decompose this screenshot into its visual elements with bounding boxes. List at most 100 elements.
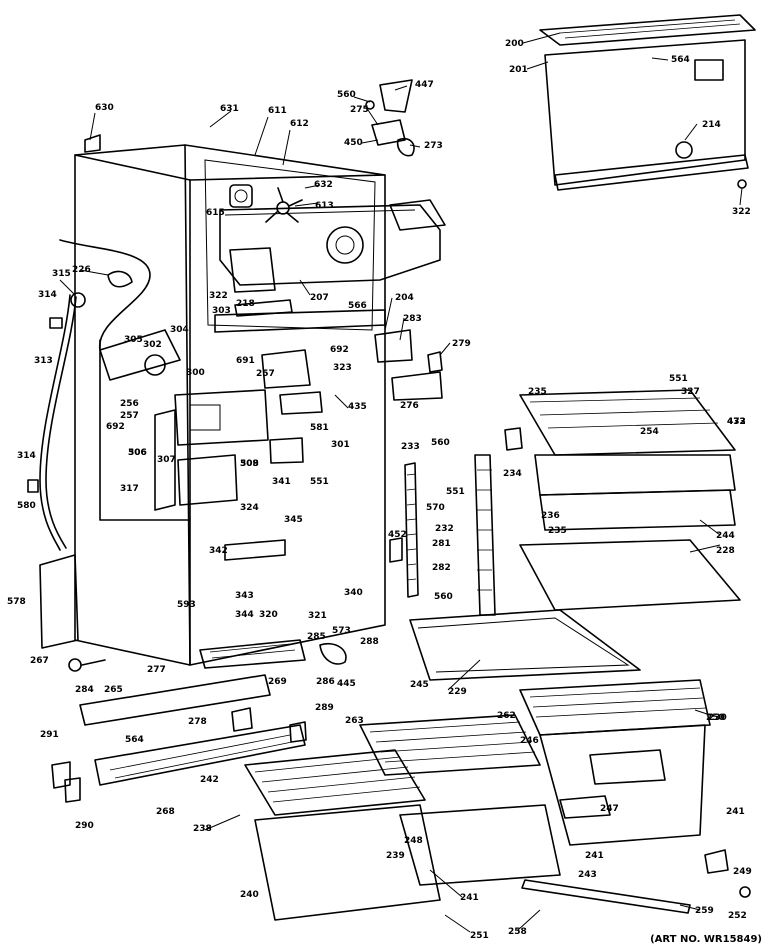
- label-269: 269: [268, 677, 287, 687]
- label-445: 445: [337, 679, 356, 689]
- label-580: 580: [17, 501, 36, 511]
- label-581: 581: [310, 423, 329, 433]
- label-200: 200: [505, 39, 524, 49]
- label-257a: 257: [120, 411, 139, 421]
- label-315: 315: [52, 269, 71, 279]
- label-277: 277: [147, 665, 166, 675]
- label-340: 340: [344, 588, 363, 598]
- label-284: 284: [75, 685, 94, 695]
- label-279: 279: [452, 339, 471, 349]
- label-432: 432: [727, 417, 746, 427]
- label-308: 308: [240, 459, 259, 469]
- part-labels: 200 201 204 207 214 218 226 228 229 230 …: [7, 39, 752, 941]
- label-257b: 257: [256, 369, 275, 379]
- label-291: 291: [40, 730, 59, 740]
- label-593: 593: [177, 600, 196, 610]
- label-218: 218: [236, 299, 255, 309]
- label-245: 245: [410, 680, 429, 690]
- label-252: 252: [728, 911, 747, 921]
- label-613: 613: [315, 201, 334, 211]
- label-551b: 551: [446, 487, 465, 497]
- crisper-pans: [244, 679, 751, 921]
- label-254: 254: [640, 427, 659, 437]
- label-327: 327: [681, 387, 700, 397]
- label-259: 259: [695, 906, 714, 916]
- label-564a: 564: [671, 55, 690, 65]
- label-323: 323: [333, 363, 352, 373]
- label-630: 630: [95, 103, 114, 113]
- label-273: 273: [424, 141, 443, 151]
- label-240: 240: [240, 890, 259, 900]
- label-288: 288: [360, 637, 379, 647]
- label-301: 301: [331, 440, 350, 450]
- label-322b: 322: [732, 207, 751, 217]
- label-570: 570: [426, 503, 445, 513]
- freezer-liner: [539, 14, 756, 191]
- label-320: 320: [259, 610, 278, 620]
- label-241b: 241: [585, 851, 604, 861]
- side-panel: [39, 554, 79, 649]
- label-342: 342: [209, 546, 228, 556]
- label-560a: 560: [337, 90, 356, 100]
- label-228: 228: [716, 546, 735, 556]
- label-248: 248: [404, 836, 423, 846]
- fan-blade-icon: [265, 187, 303, 223]
- label-230: 230: [708, 713, 727, 723]
- label-207: 207: [310, 293, 329, 303]
- art-number: (ART NO. WR15849): [650, 934, 762, 945]
- label-551c: 551: [310, 477, 329, 487]
- label-435: 435: [348, 402, 367, 412]
- hinge-parts: [365, 79, 443, 401]
- label-302: 302: [143, 340, 162, 350]
- label-560b: 560: [434, 592, 453, 602]
- label-317: 317: [120, 484, 139, 494]
- drain-tube: [27, 134, 133, 551]
- label-283: 283: [403, 314, 422, 324]
- label-267: 267: [30, 656, 49, 666]
- label-578: 578: [7, 597, 26, 607]
- leader-lines: [59, 32, 743, 933]
- label-238: 238: [193, 824, 212, 834]
- label-324: 324: [240, 503, 259, 513]
- label-256: 256: [120, 399, 139, 409]
- label-243: 243: [578, 870, 597, 880]
- base-grille: [51, 639, 347, 803]
- label-305: 305: [124, 335, 143, 345]
- evaporator-assembly: [219, 184, 446, 293]
- top-bracket-parts: [174, 299, 386, 561]
- label-473: 473: [727, 417, 746, 427]
- label-611: 611: [268, 106, 287, 116]
- label-249: 249: [733, 867, 752, 877]
- label-290: 290: [75, 821, 94, 831]
- label-286: 286: [316, 677, 335, 687]
- label-281: 281: [432, 539, 451, 549]
- label-452: 452: [388, 530, 407, 540]
- label-241c: 241: [460, 893, 479, 903]
- label-631: 631: [220, 104, 239, 114]
- label-447: 447: [415, 80, 434, 90]
- label-345: 345: [284, 515, 303, 525]
- control-housing: [59, 239, 191, 521]
- label-276: 276: [400, 401, 419, 411]
- label-691: 691: [236, 356, 255, 366]
- label-201: 201: [509, 65, 528, 75]
- label-251: 251: [470, 931, 489, 941]
- label-234: 234: [503, 469, 522, 479]
- label-246: 246: [520, 736, 539, 746]
- label-615: 615: [206, 208, 225, 218]
- label-343: 343: [235, 591, 254, 601]
- label-314a: 314: [38, 290, 57, 300]
- label-275: 275: [350, 105, 369, 115]
- label-304: 304: [170, 325, 189, 335]
- label-509: 509: [240, 459, 259, 469]
- label-285: 285: [307, 632, 326, 642]
- label-262: 262: [497, 711, 516, 721]
- freezer-shelves: [409, 389, 741, 681]
- label-313: 313: [34, 356, 53, 366]
- label-229: 229: [448, 687, 467, 697]
- label-450: 450: [344, 138, 363, 148]
- label-564b: 564: [125, 735, 144, 745]
- label-632: 632: [314, 180, 333, 190]
- label-573: 573: [332, 626, 351, 636]
- label-692a: 692: [330, 345, 349, 355]
